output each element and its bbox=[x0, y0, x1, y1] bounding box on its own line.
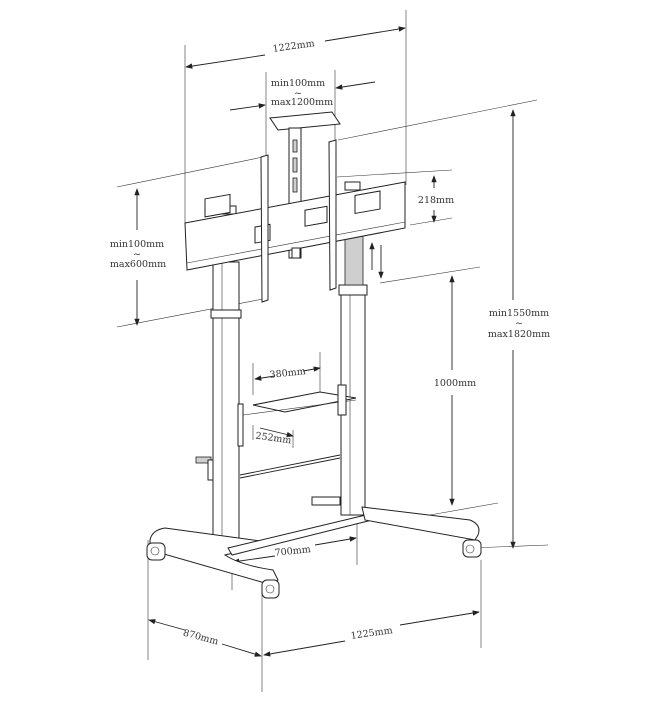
label-vesa-tilde: ~ bbox=[294, 88, 302, 99]
label-plate-height: 218mm bbox=[418, 195, 454, 206]
label-base-width: 1225mm bbox=[350, 625, 393, 642]
wheel bbox=[261, 579, 280, 599]
extension-lines bbox=[116, 10, 549, 692]
tv-stand bbox=[146, 111, 482, 599]
left-rail bbox=[260, 154, 269, 303]
label-overall-width: 1222mm bbox=[272, 38, 315, 55]
label-base-depth: 870mm bbox=[182, 628, 220, 648]
label-vesa-max: max1200mm bbox=[271, 97, 333, 108]
right-rail bbox=[328, 139, 337, 291]
top-tray bbox=[269, 111, 341, 131]
label-adjust-min: min100mm bbox=[110, 239, 164, 250]
label-height-tilde: ~ bbox=[515, 318, 523, 329]
label-bottom-height: 1000mm bbox=[434, 378, 476, 389]
wheel bbox=[146, 542, 166, 561]
left-foot bbox=[149, 527, 279, 585]
label-adjust-tilde: ~ bbox=[133, 249, 141, 260]
left-column bbox=[212, 261, 240, 541]
shelf bbox=[252, 391, 357, 413]
wheel bbox=[462, 539, 482, 558]
label-vesa-min: min100mm bbox=[271, 78, 325, 89]
label-adjust-max: max600mm bbox=[110, 259, 166, 270]
label-column-spacing: 700mm bbox=[274, 544, 311, 559]
label-shelf-width: 380mm bbox=[269, 366, 306, 381]
label-height-min: min1550mm bbox=[489, 308, 549, 319]
label-height-max: max1820mm bbox=[488, 329, 550, 340]
dimension-arrows bbox=[134, 26, 516, 657]
label-shelf-depth: 252mm bbox=[255, 431, 292, 447]
right-foot bbox=[361, 506, 480, 541]
